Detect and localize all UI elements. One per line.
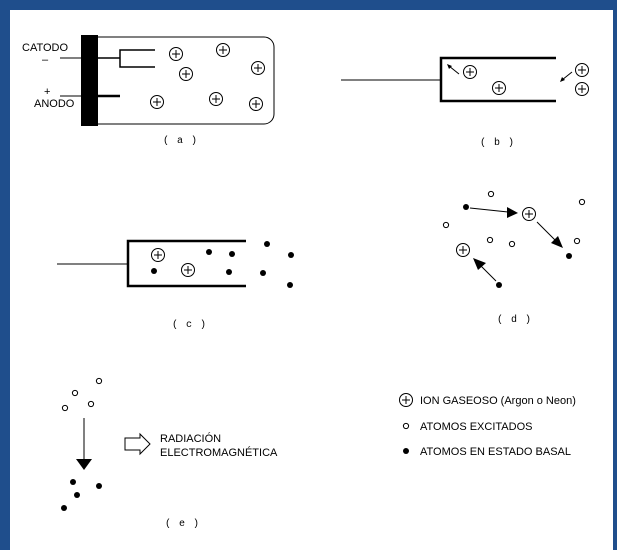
ground-atom: [287, 282, 293, 288]
ground-atom: [70, 479, 76, 485]
excited-atom: [573, 237, 581, 245]
lamp-base: [81, 35, 98, 126]
arrow-head: [551, 236, 563, 248]
panel-d: ( d ): [442, 190, 586, 326]
filled-dot-icon: [403, 448, 409, 454]
anode-sign: +: [44, 86, 50, 98]
ground-atom: [226, 269, 232, 275]
ground-atom: [96, 483, 102, 489]
ground-atom: [496, 282, 502, 288]
ion-icon: [463, 65, 477, 79]
hollow-dot-icon: [402, 422, 410, 430]
ground-atom: [151, 268, 157, 274]
excited-atom: [61, 404, 69, 412]
caption-e: ( e ): [165, 518, 200, 530]
legend-ion-label: ION GASEOSO (Argon o Neon): [420, 395, 576, 407]
arrow-head: [473, 258, 486, 270]
ion-icon: [575, 82, 589, 96]
ion-icon: [492, 81, 506, 95]
panel-a: CATODO – + ANODO ( a ): [22, 35, 275, 147]
ion-icon: [456, 243, 470, 257]
ion-icon: [575, 63, 589, 77]
excited-atom: [95, 377, 103, 385]
ground-atom: [288, 252, 294, 258]
cathode-cup: [439, 56, 556, 103]
cathode-sign: –: [42, 54, 49, 66]
ion-icon: [251, 61, 265, 75]
arrow-line: [536, 221, 556, 241]
arrow-line: [561, 71, 573, 81]
arrow-head: [507, 207, 518, 218]
arrow-head: [560, 77, 565, 82]
ground-atom: [229, 251, 235, 257]
ion-icon: [169, 47, 183, 61]
cathode-label: CATODO: [22, 42, 68, 54]
legend-ground-label: ATOMOS EN ESTADO BASAL: [420, 446, 571, 458]
radiation-label-line2: ELECTROMAGNÉTICA: [160, 446, 278, 459]
legend-excited-label: ATOMOS EXCITADOS: [420, 421, 532, 433]
ion-icon: [216, 43, 230, 57]
caption-d: ( d ): [497, 314, 532, 326]
ground-atom: [206, 249, 212, 255]
radiation-arrow-icon: [124, 432, 151, 456]
excited-atom: [578, 198, 586, 206]
legend: ION GASEOSO (Argon o Neon) ATOMOS EXCITA…: [399, 393, 576, 458]
excited-atom: [71, 389, 79, 397]
cathode-electrode: [98, 49, 155, 68]
ion-icon: [249, 97, 263, 111]
ground-atom: [566, 253, 572, 259]
panel-e: RADIACIÓN ELECTROMAGNÉTICA ( e ): [61, 377, 278, 530]
arrow-line: [469, 207, 509, 213]
ground-atom: [74, 492, 80, 498]
arrow-line: [480, 265, 497, 282]
arrow-head: [447, 64, 452, 69]
excited-atom: [87, 400, 95, 408]
ion-icon: [151, 248, 165, 262]
ion-icon: [179, 67, 193, 81]
ground-atom: [264, 241, 270, 247]
excited-atom: [508, 240, 516, 248]
caption-c: ( c ): [172, 319, 207, 331]
cathode-cup: [126, 239, 246, 288]
ion-icon: [150, 95, 164, 109]
ion-icon: [209, 92, 223, 106]
panel-c: ( c ): [57, 239, 294, 331]
excited-atom: [486, 236, 494, 244]
ground-atom: [260, 270, 266, 276]
ground-atom: [61, 505, 67, 511]
ion-icon: [522, 207, 536, 221]
ion-icon: [181, 263, 195, 277]
circle-plus-icon: [399, 393, 413, 407]
caption-b: ( b ): [480, 137, 515, 149]
arrow-head: [76, 459, 92, 470]
excited-atom: [487, 190, 495, 198]
ground-atom: [463, 204, 469, 210]
anode-label: ANODO: [34, 98, 75, 110]
panel-b: ( b ): [341, 56, 589, 149]
excited-atom: [442, 221, 450, 229]
radiation-label-line1: RADIACIÓN: [160, 432, 221, 445]
caption-a: ( a ): [163, 135, 198, 147]
